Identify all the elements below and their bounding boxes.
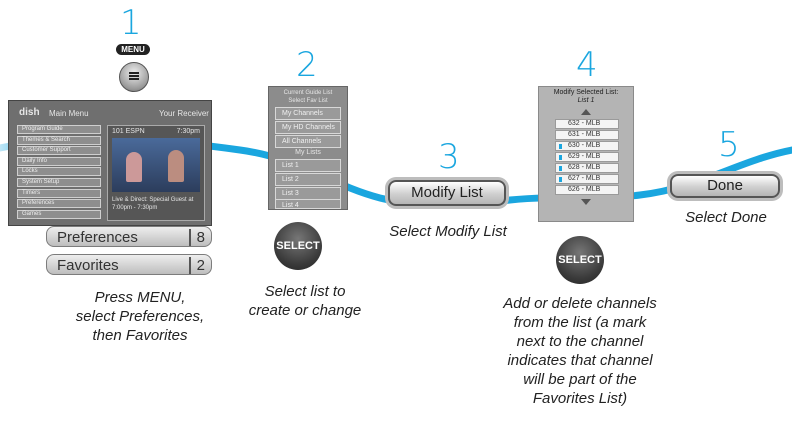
- step2-list-screen: Current Guide List Select Fav List My Ch…: [268, 86, 348, 210]
- list-item-list-4[interactable]: List 4: [275, 199, 341, 209]
- step-4-number: 4: [576, 45, 598, 85]
- scroll-down-icon[interactable]: [581, 199, 591, 205]
- preview-image: [112, 138, 200, 192]
- caption-line: then Favorites: [92, 327, 188, 344]
- my-lists-section: My Lists: [295, 149, 321, 156]
- list-item-list-1[interactable]: List 1: [275, 159, 341, 172]
- menu-button[interactable]: [119, 62, 149, 92]
- channel-row[interactable]: 630 - MLB: [555, 141, 619, 151]
- caption-line: Favorites List): [532, 390, 628, 407]
- scroll-up-icon[interactable]: [581, 109, 591, 115]
- caption-line: create or change: [248, 302, 362, 319]
- favorite-mark-icon: [559, 177, 562, 182]
- select-button-step4[interactable]: SELECT: [556, 236, 604, 284]
- modify-title: Modify Selected List:: [553, 89, 619, 96]
- list-header-line: Select Fav List: [288, 98, 328, 104]
- main-menu-item[interactable]: Games: [17, 209, 101, 219]
- menu-lines-icon: [129, 72, 139, 74]
- step-1-number: 1: [120, 3, 142, 43]
- favorites-number: 2: [188, 257, 205, 274]
- main-menu-item[interactable]: Preferences: [17, 199, 101, 209]
- list-item-all-channels[interactable]: All Channels: [275, 135, 341, 148]
- menu-button-label: MENU: [116, 44, 150, 55]
- main-menu-item[interactable]: Themes & Search: [17, 135, 101, 145]
- caption-line: Select Done: [685, 209, 767, 226]
- main-menu-item[interactable]: Locks: [17, 167, 101, 177]
- favorite-mark-icon: [559, 166, 562, 171]
- channel-row[interactable]: 631 - MLB: [555, 130, 619, 140]
- list-header-line: Current Guide List: [283, 90, 333, 96]
- channel-row[interactable]: 628 - MLB: [555, 163, 619, 173]
- caption-line: from the list (a mark: [513, 314, 647, 331]
- favorites-row[interactable]: Favorites 2: [46, 254, 212, 275]
- done-button[interactable]: Done: [670, 174, 780, 198]
- favorites-label: Favorites: [57, 257, 119, 274]
- modify-list-button[interactable]: Modify List: [388, 180, 506, 206]
- modify-title-block: Modify Selected List: List 1: [539, 89, 633, 105]
- preferences-row[interactable]: Preferences 8: [46, 226, 212, 247]
- caption-line: Select Modify List: [389, 223, 507, 240]
- preferences-label: Preferences: [57, 229, 138, 246]
- preferences-number: 8: [188, 229, 205, 246]
- preview-channel: 101 ESPN: [112, 128, 145, 135]
- step-3-number: 3: [438, 137, 460, 177]
- select-label: SELECT: [558, 254, 602, 266]
- list-item-my-channels[interactable]: My Channels: [275, 107, 341, 120]
- main-menu-item[interactable]: Daily Info: [17, 156, 101, 166]
- channel-row[interactable]: 632 - MLB: [555, 119, 619, 129]
- caption-line: next to the channel: [516, 333, 644, 350]
- step1-tv-screen: dish Main Menu Your Receiver Program Gui…: [8, 100, 212, 226]
- caption-line: will be part of the: [523, 371, 637, 388]
- select-button-step2[interactable]: SELECT: [274, 222, 322, 270]
- modify-list-label: Modify List: [411, 184, 483, 201]
- caption-line: select Preferences,: [75, 308, 205, 325]
- select-label: SELECT: [276, 240, 320, 252]
- step-1-caption: Press MENU, select Preferences, then Fav…: [40, 288, 240, 345]
- caption-line: indicates that channel: [507, 352, 653, 369]
- favorite-mark-icon: [559, 144, 562, 149]
- preview-window: 101 ESPN 7:30pm Live & Direct: Special G…: [107, 125, 205, 221]
- caption-line: Add or delete channels: [503, 295, 657, 312]
- step-5-number: 5: [718, 125, 740, 165]
- list-header: Current Guide List Select Fav List: [269, 89, 347, 105]
- caption-line: Select list to: [264, 283, 346, 300]
- modify-subtitle: List 1: [577, 97, 595, 104]
- step-4-caption: Add or delete channels from the list (a …: [470, 294, 690, 408]
- screen-right-title: Your Receiver: [159, 109, 209, 118]
- list-item-list-2[interactable]: List 2: [275, 173, 341, 186]
- channel-row[interactable]: 627 - MLB: [555, 174, 619, 184]
- brand-logo: dish: [19, 107, 40, 118]
- main-menu-item[interactable]: Customer Support: [17, 146, 101, 156]
- step-5-caption: Select Done: [664, 208, 788, 227]
- main-menu-item[interactable]: System Setup: [17, 178, 101, 187]
- step-2-number: 2: [296, 45, 318, 85]
- done-label: Done: [707, 177, 743, 194]
- favorite-mark-icon: [559, 155, 562, 160]
- caption-line: Press MENU,: [94, 289, 186, 306]
- step-3-caption: Select Modify List: [368, 222, 528, 241]
- main-menu-item[interactable]: Program Guide: [17, 125, 101, 134]
- preview-caption: Live & Direct: Special Guest at 7:00pm -…: [112, 197, 194, 211]
- step4-modify-screen: Modify Selected List: List 1 632 - MLB 6…: [538, 86, 634, 222]
- list-item-my-hd-channels[interactable]: My HD Channels: [275, 121, 341, 134]
- channel-row[interactable]: 626 - MLB: [555, 185, 619, 195]
- screen-title: Main Menu: [49, 109, 89, 118]
- preview-time: 7:30pm: [176, 128, 200, 135]
- channel-row[interactable]: 629 - MLB: [555, 152, 619, 162]
- step-2-caption: Select list to create or change: [220, 282, 390, 320]
- main-menu-item[interactable]: Timers: [17, 188, 101, 198]
